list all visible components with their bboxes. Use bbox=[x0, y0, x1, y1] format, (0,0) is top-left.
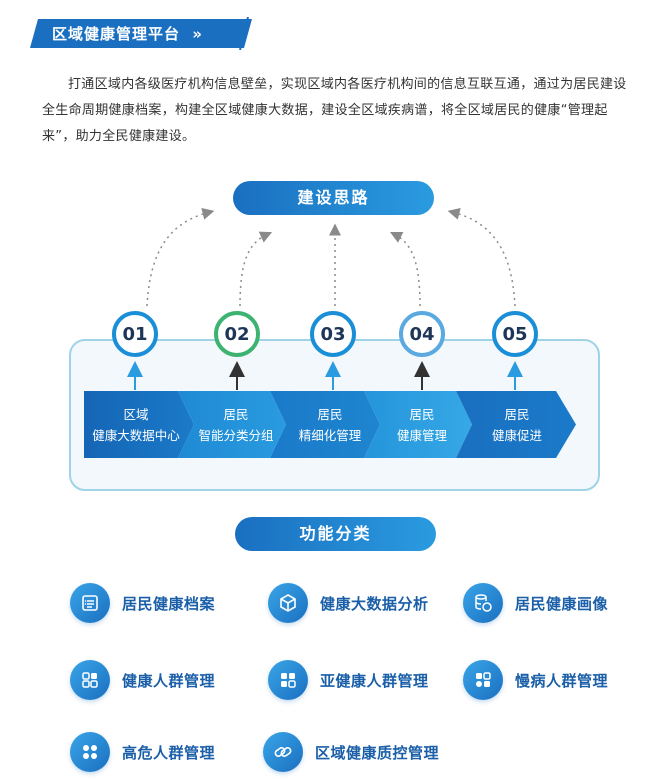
step-5: 居民 健康促进 bbox=[468, 391, 566, 458]
step-number-2: 02 bbox=[214, 311, 260, 357]
page-title: 区域健康管理平台 » bbox=[52, 23, 203, 44]
feature-label: 区域健康质控管理 bbox=[315, 743, 440, 762]
feature-resident-health-record[interactable]: 居民健康档案 bbox=[70, 583, 215, 623]
step-shape-1 bbox=[84, 391, 194, 458]
header-banner: 区域健康管理平台 » bbox=[30, 17, 252, 50]
step-3: 居民 精细化管理 bbox=[282, 391, 378, 458]
step-number-3: 03 bbox=[310, 311, 356, 357]
step-shape-5 bbox=[456, 391, 576, 458]
feature-label: 健康人群管理 bbox=[122, 671, 216, 690]
link-icon bbox=[263, 732, 303, 772]
dotted-arrow-2 bbox=[239, 231, 273, 307]
feature-label: 高危人群管理 bbox=[122, 743, 216, 762]
feature-chronic-disease-management[interactable]: 慢病人群管理 bbox=[463, 660, 608, 700]
dots-icon bbox=[70, 732, 110, 772]
step-5-line2: 健康促进 bbox=[491, 427, 542, 443]
step-4-line2: 健康管理 bbox=[396, 427, 447, 443]
dotted-arrow-4 bbox=[389, 231, 421, 307]
step-2-line2: 智能分类分组 bbox=[198, 427, 274, 443]
banner-shape bbox=[30, 17, 252, 50]
step-2-line1: 居民 bbox=[223, 406, 249, 422]
title-text: 区域健康管理平台 bbox=[52, 25, 181, 43]
step-3-line2: 精细化管理 bbox=[298, 427, 362, 443]
steps-shape bbox=[84, 391, 576, 458]
grid-icon bbox=[70, 660, 110, 700]
dotted-arrow-1 bbox=[146, 208, 215, 307]
step-4-line1: 居民 bbox=[409, 406, 435, 422]
step-shape-2 bbox=[178, 391, 286, 458]
feature-label: 慢病人群管理 bbox=[515, 671, 609, 690]
feature-healthy-group-management[interactable]: 健康人群管理 bbox=[70, 660, 215, 700]
step-number-4: 04 bbox=[399, 311, 445, 357]
feature-label: 居民健康画像 bbox=[515, 594, 609, 613]
step-shape-3 bbox=[270, 391, 380, 458]
cube-icon bbox=[268, 583, 308, 623]
feature-high-risk-group-management[interactable]: 高危人群管理 bbox=[70, 732, 215, 772]
step-1-line1: 区域 bbox=[123, 406, 149, 422]
feature-resident-health-profile[interactable]: 居民健康画像 bbox=[463, 583, 608, 623]
database-icon bbox=[463, 583, 503, 623]
intro-paragraph: 打通区域内各级医疗机构信息壁垒，实现区域内各医疗机构间的信息互联互通，通过为居民… bbox=[42, 77, 627, 144]
feature-subhealth-group-management[interactable]: 亚健康人群管理 bbox=[268, 660, 429, 700]
feature-label: 健康大数据分析 bbox=[320, 594, 429, 613]
step-number-1: 01 bbox=[112, 311, 158, 357]
step-2: 居民 智能分类分组 bbox=[188, 391, 284, 458]
dotted-arrow-5 bbox=[447, 208, 516, 307]
step-1-line2: 健康大数据中心 bbox=[92, 427, 180, 443]
feature-label: 居民健康档案 bbox=[122, 594, 216, 613]
step-5-line1: 居民 bbox=[504, 406, 530, 422]
step-shape-4 bbox=[364, 391, 472, 458]
step-1: 区域 健康大数据中心 bbox=[84, 391, 188, 458]
functions-title: 功能分类 bbox=[235, 517, 436, 551]
grid-dots-icon bbox=[463, 660, 503, 700]
feature-regional-quality-control[interactable]: 区域健康质控管理 bbox=[263, 732, 439, 772]
ideas-title: 建设思路 bbox=[233, 181, 434, 215]
feature-health-big-data-analysis[interactable]: 健康大数据分析 bbox=[268, 583, 429, 623]
step-3-line1: 居民 bbox=[317, 406, 343, 422]
feature-label: 亚健康人群管理 bbox=[320, 671, 429, 690]
file-list-icon bbox=[70, 583, 110, 623]
chevron-icon: » bbox=[192, 25, 203, 43]
step-number-5: 05 bbox=[492, 311, 538, 357]
grid-dots-icon bbox=[268, 660, 308, 700]
step-4: 居民 健康管理 bbox=[374, 391, 470, 458]
